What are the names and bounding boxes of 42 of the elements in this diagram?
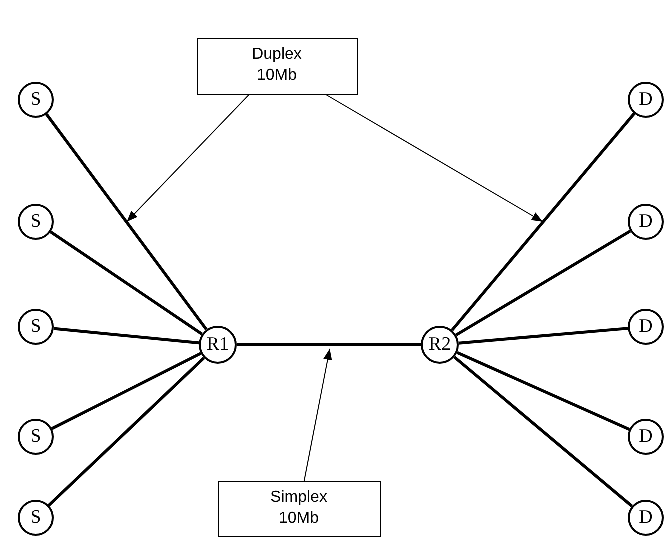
host-circle xyxy=(18,309,54,345)
connection-line xyxy=(54,327,200,345)
host-circle xyxy=(18,419,54,455)
host-circle xyxy=(628,309,664,345)
host-circle xyxy=(628,419,664,455)
node-label: R2 xyxy=(428,334,452,356)
node-label: R1 xyxy=(206,334,230,356)
node-label: D xyxy=(639,507,653,529)
host-circle xyxy=(628,204,664,240)
connection-line xyxy=(456,230,632,337)
connection-line xyxy=(458,327,628,345)
host-circle xyxy=(628,82,664,118)
connection-line xyxy=(237,344,421,346)
host-circle xyxy=(18,500,54,536)
connection-line xyxy=(451,112,636,332)
leader-arrow xyxy=(126,94,250,222)
node-label: Duplex 10Mb xyxy=(251,45,303,86)
connection-line xyxy=(51,352,202,430)
connection-line xyxy=(454,356,634,508)
host-circle xyxy=(628,500,664,536)
label-box xyxy=(218,481,380,537)
router-circle xyxy=(421,326,459,364)
node-label: D xyxy=(639,426,653,448)
node-label: D xyxy=(639,89,653,111)
connection-line xyxy=(48,357,206,507)
node-label: S xyxy=(30,507,42,529)
connection-line xyxy=(50,230,204,336)
leader-arrow xyxy=(325,94,544,222)
label-box xyxy=(196,38,358,94)
node-label: S xyxy=(30,316,42,338)
connection-line xyxy=(456,351,630,432)
node-label: S xyxy=(30,89,42,111)
node-label: S xyxy=(30,211,42,233)
node-label: D xyxy=(639,316,653,338)
node-label: D xyxy=(639,211,653,233)
connection-line xyxy=(46,114,208,331)
host-circle xyxy=(18,204,54,240)
leader-arrow xyxy=(304,348,332,482)
node-label: Simplex 10Mb xyxy=(270,488,328,529)
router-circle xyxy=(199,326,237,364)
host-circle xyxy=(18,82,54,118)
node-label: S xyxy=(30,426,42,448)
